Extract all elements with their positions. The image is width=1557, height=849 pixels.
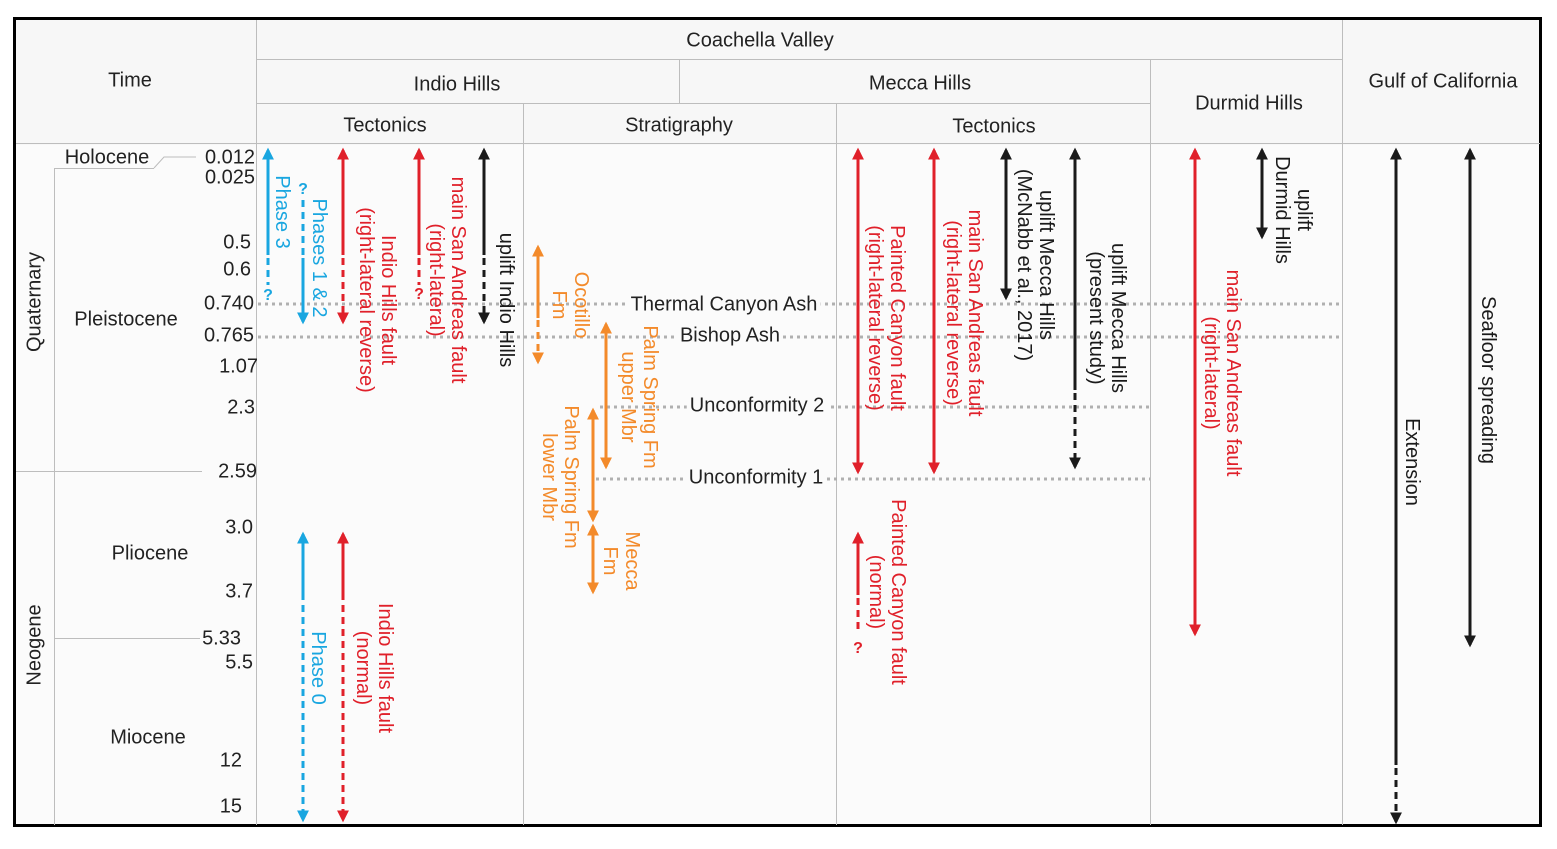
question-mark: ? [414, 286, 424, 303]
age-label: 3.0 [225, 516, 253, 539]
age-label: 0.012 [204, 146, 255, 169]
age-label: 0.6 [223, 258, 251, 281]
age-label: 2.3 [227, 396, 255, 419]
mecca-saf-label: main San Andreas fault(right-lateral rev… [942, 209, 986, 417]
strat-right-divider [836, 104, 837, 825]
coachella-underline [256, 59, 1342, 60]
painted-canyon-reverse-label: Painted Canyon fault(right-lateral rever… [864, 225, 908, 411]
chart-frame [13, 17, 1542, 827]
region-underline [256, 103, 1150, 104]
seafloor-spreading-label: Seafloor spreading [1477, 296, 1499, 464]
uplift-mcnabb-label: uplift Mecca Hills(McNabb et al., 2017) [1013, 168, 1057, 362]
age-label: 15 [219, 795, 242, 818]
time-header: Time [108, 69, 152, 92]
age-label: 0.5 [223, 231, 251, 254]
painted-canyon-normal-label: Painted Canyon fault(normal) [865, 499, 909, 685]
header-bottom-line [16, 143, 1540, 144]
header-area [16, 20, 1539, 145]
uplift-indio-label: uplift Indio Hills [495, 232, 517, 368]
mecca-hills-header: Mecca Hills [868, 72, 972, 95]
stratigraphy-header: Stratigraphy [625, 114, 733, 137]
age-label: 3.7 [225, 580, 253, 603]
question-mark: ? [853, 640, 863, 657]
coachella-header: Coachella Valley [686, 29, 834, 52]
thermal-canyon-ash-label: Thermal Canyon Ash [627, 293, 821, 317]
durmid-saf-label: main San Andreas fault(right-lateral) [1200, 269, 1244, 477]
age-label: 12 [219, 749, 242, 772]
tectonics-indio-header: Tectonics [343, 114, 427, 137]
age-label: 0.740 [203, 292, 254, 315]
durmid-hills-header: Durmid Hills [1195, 92, 1303, 115]
question-mark: ? [298, 181, 308, 198]
indio-mecca-divider [679, 60, 680, 104]
holocene-boundary [54, 168, 154, 169]
pliocene-boundary [54, 638, 200, 639]
epoch-miocene: Miocene [110, 726, 186, 749]
strat-left-divider [523, 104, 524, 825]
indio-fault-reverse-label: Indio Hills fault(right-lateral reverse) [355, 207, 399, 393]
phase0-label: Phase 0 [307, 631, 329, 705]
age-label: 2.59 [218, 460, 257, 483]
bishop-ash-label: Bishop Ash [676, 324, 784, 348]
indio-fault-normal-label: Indio Hills fault(normal) [352, 602, 396, 734]
age-label: 0.025 [204, 166, 255, 189]
quaternary-boundary [16, 471, 202, 472]
age-label: 5.33 [202, 627, 241, 650]
phases12-label: Phases 1 & 2 [308, 198, 330, 318]
era-column-divider [54, 168, 55, 825]
durmid-column-divider [1150, 60, 1151, 825]
epoch-holocene: Holocene [64, 146, 150, 169]
extension-label: Extension [1401, 418, 1423, 506]
indio-saf-label: main San Andreas fault(right-lateral) [425, 176, 469, 384]
holocene-tick [153, 156, 196, 169]
time-column-divider [256, 20, 257, 825]
phase3-label: Phase 3 [271, 175, 293, 249]
age-label: 1.07 [219, 355, 258, 378]
tectonics-mecca-header: Tectonics [952, 115, 1036, 138]
indio-hills-header: Indio Hills [413, 73, 501, 96]
gulf-header: Gulf of California [1368, 70, 1518, 93]
gulf-column-divider [1342, 20, 1343, 825]
epoch-pleistocene: Pleistocene [74, 308, 178, 331]
age-label: 5.5 [225, 651, 253, 674]
unconformity-2-label: Unconformity 2 [686, 394, 828, 418]
question-mark: ? [263, 287, 273, 304]
uplift-present-label: uplift Mecca Hills(present study) [1085, 242, 1129, 394]
unconformity-1-label: Unconformity 1 [685, 466, 827, 490]
epoch-pliocene: Pliocene [111, 542, 189, 565]
age-label: 0.765 [203, 324, 254, 347]
